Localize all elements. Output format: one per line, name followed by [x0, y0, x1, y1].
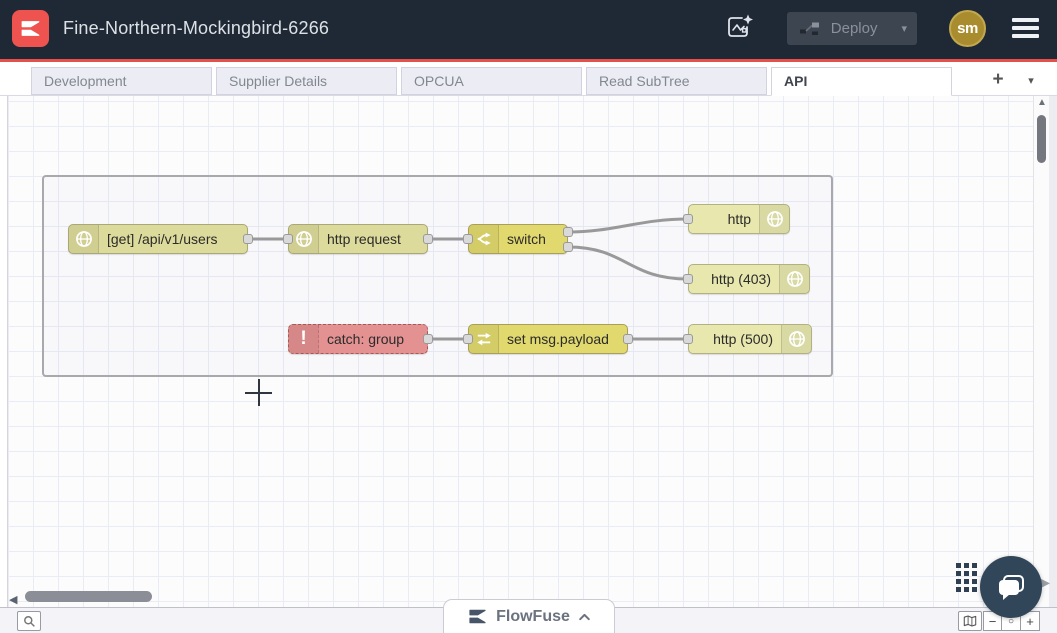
map-icon: [963, 615, 977, 627]
deploy-icon: [799, 22, 819, 35]
node-label: http (403): [711, 271, 771, 287]
input-port[interactable]: [683, 334, 693, 344]
wire-switch-http403: [566, 245, 690, 281]
palette-gutter: [0, 96, 8, 607]
flow-sparkle-icon: [727, 14, 753, 37]
sidebar-toggle-arrow[interactable]: ▶: [1039, 574, 1050, 590]
ai-flow-assistant-button[interactable]: [719, 9, 759, 47]
tab-opcua[interactable]: OPCUA: [401, 67, 582, 95]
globe-icon: [779, 265, 809, 293]
node-label: http (500): [713, 331, 773, 347]
tab-development[interactable]: Development: [31, 67, 212, 95]
workspace-tabbar: Development Supplier Details OPCUA Read …: [0, 65, 1057, 96]
chevron-up-icon: [579, 613, 590, 621]
node-label: [get] /api/v1/users: [107, 231, 218, 247]
node-label: http: [727, 211, 751, 227]
flowfuse-logo-icon: [21, 20, 40, 36]
tab-api[interactable]: API: [771, 67, 952, 96]
brand-label: FlowFuse: [496, 607, 570, 625]
workspace-tabs: Development Supplier Details OPCUA Read …: [31, 67, 956, 96]
output-port[interactable]: [243, 234, 253, 244]
globe-icon: [69, 225, 99, 253]
node-catch-group[interactable]: ! catch: group: [288, 324, 433, 354]
vertical-scrollbar[interactable]: ▲: [1033, 96, 1049, 607]
output-port[interactable]: [623, 334, 633, 344]
output-port-2[interactable]: [563, 242, 573, 252]
chat-bubble-icon: [999, 575, 1024, 600]
input-port[interactable]: [683, 274, 693, 284]
horizontal-scroll-thumb[interactable]: [25, 591, 152, 602]
chat-launcher-button[interactable]: [980, 556, 1042, 618]
input-port[interactable]: [463, 334, 473, 344]
globe-icon: [759, 205, 789, 233]
change-icon: [469, 325, 499, 353]
zoom-out-button[interactable]: −: [983, 611, 1002, 631]
hamburger-icon: [1012, 18, 1039, 22]
tab-supplier-details[interactable]: Supplier Details: [216, 67, 397, 95]
node-set-msg-payload[interactable]: set msg.payload: [463, 324, 633, 354]
output-port-1[interactable]: [563, 227, 573, 237]
node-http-response[interactable]: http: [683, 204, 790, 234]
node-label: set msg.payload: [507, 331, 609, 347]
wire-switch-http: [566, 217, 690, 234]
globe-icon: [781, 325, 811, 353]
navigator-button[interactable]: [958, 611, 982, 631]
node-http-in[interactable]: [get] /api/v1/users: [68, 224, 253, 254]
flow-list-caret[interactable]: ▾: [1028, 75, 1034, 87]
node-label: catch: group: [327, 331, 405, 347]
flow-canvas[interactable]: [get] /api/v1/users http request switch: [0, 96, 1057, 607]
deploy-label: Deploy: [830, 19, 878, 37]
node-http-response-403[interactable]: http (403): [683, 264, 810, 294]
header-actions: Deploy ▾ sm: [719, 9, 1039, 47]
input-port[interactable]: [683, 214, 693, 224]
magnifier-icon: [23, 615, 35, 627]
vertical-scroll-thumb[interactable]: [1037, 115, 1046, 163]
user-avatar[interactable]: sm: [949, 9, 986, 47]
scroll-up-arrow[interactable]: ▲: [1037, 97, 1047, 108]
scroll-left-arrow[interactable]: ◀: [9, 594, 18, 606]
node-http-response-500[interactable]: http (500): [683, 324, 812, 354]
header-bar: Fine-Northern-Mockingbird-6266 Deploy: [0, 0, 1057, 62]
exclamation-icon: !: [289, 325, 319, 353]
switch-icon: [469, 225, 499, 253]
dots-grid-icon: [956, 563, 977, 592]
deploy-options-caret[interactable]: ▾: [901, 22, 907, 35]
node-label: switch: [507, 231, 546, 247]
input-port[interactable]: [283, 234, 293, 244]
tab-read-subtree[interactable]: Read SubTree: [586, 67, 767, 95]
output-port[interactable]: [423, 334, 433, 344]
deploy-button[interactable]: Deploy ▾: [786, 11, 917, 45]
search-button[interactable]: [17, 611, 41, 631]
flowfuse-mark-icon: [469, 609, 486, 624]
flow-group-box[interactable]: [42, 175, 833, 377]
flowfuse-logo: [12, 9, 49, 47]
right-edge-strip: [1049, 96, 1057, 607]
main-menu-button[interactable]: [1012, 18, 1039, 38]
node-label: http request: [327, 231, 401, 247]
flowfuse-brand-toggle[interactable]: FlowFuse: [443, 599, 615, 633]
node-switch[interactable]: switch: [463, 224, 573, 254]
globe-icon: [289, 225, 319, 253]
output-port[interactable]: [423, 234, 433, 244]
zoom-in-button[interactable]: +: [1021, 611, 1040, 631]
instance-title: Fine-Northern-Mockingbird-6266: [63, 17, 330, 38]
node-http-request[interactable]: http request: [283, 224, 433, 254]
input-port[interactable]: [463, 234, 473, 244]
add-flow-button[interactable]: +: [992, 69, 1004, 90]
